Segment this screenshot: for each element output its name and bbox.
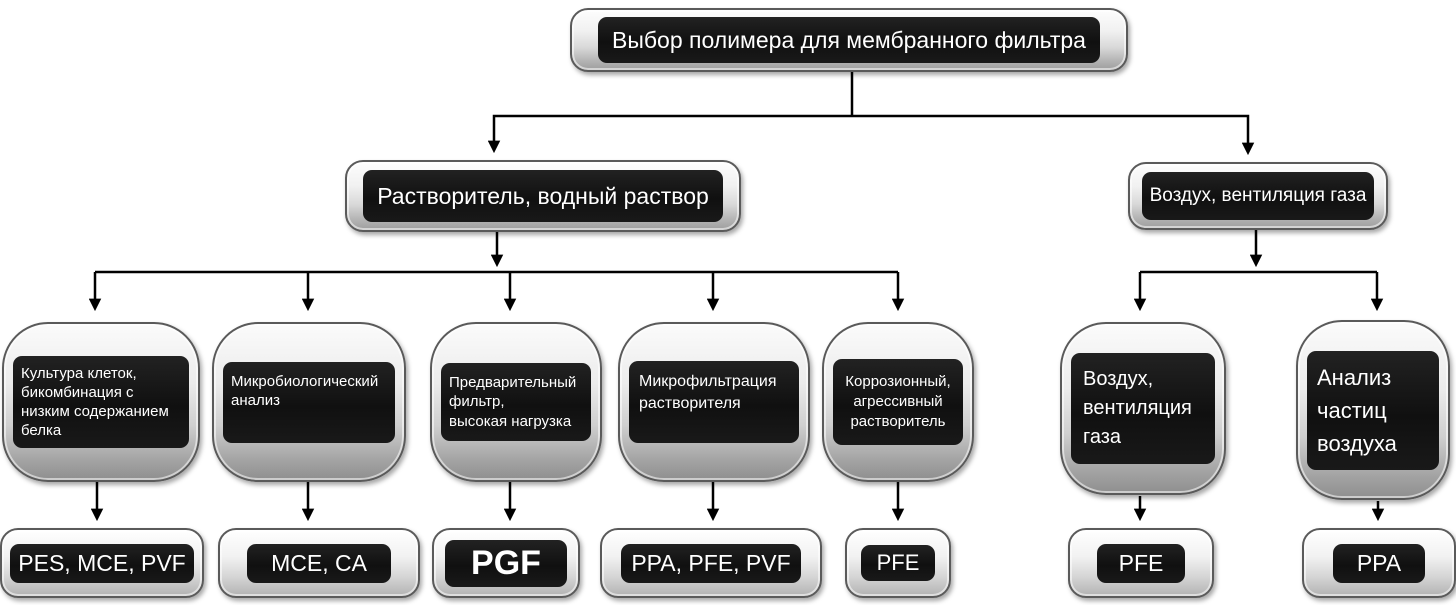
node-cell-culture-label: Культура клеток, бикомбинация с низким с…	[13, 355, 189, 449]
node-microbio-analysis-label: Микробиологический анализ	[223, 361, 395, 443]
connector-group	[88, 72, 1385, 522]
node-air-branch-label: Воздух, вентиляция газа	[1142, 172, 1374, 220]
node-microfiltration: Микрофильтрация растворителя	[618, 322, 810, 482]
result-pes-mce-pvf-label: PES, MCE, PVF	[10, 543, 194, 583]
node-corrosive-solvent: Коррозионный, агрессивный растворитель	[822, 322, 974, 482]
node-solvent-branch-label: Растворитель, водный раствор	[363, 170, 723, 222]
result-ppa-air: PPA	[1302, 528, 1456, 598]
result-ppa-pfe-pvf: PPA, PFE, PVF	[600, 528, 822, 598]
result-pes-mce-pvf: PES, MCE, PVF	[0, 528, 204, 598]
result-ppa-air-label: PPA	[1332, 543, 1426, 583]
result-pgf-label: PGF	[445, 539, 567, 587]
node-air-ventilation-label: Воздух, вентиляция газа	[1071, 353, 1215, 464]
node-corrosive-solvent-label: Коррозионный, агрессивный растворитель	[833, 359, 963, 445]
node-air-branch: Воздух, вентиляция газа	[1128, 162, 1388, 230]
result-pfe-air: PFE	[1068, 528, 1214, 598]
result-pfe-air-label: PFE	[1096, 543, 1186, 583]
node-air-ventilation: Воздух, вентиляция газа	[1060, 322, 1226, 495]
node-solvent-branch: Растворитель, водный раствор	[345, 160, 741, 232]
node-root-label: Выбор полимера для мембранного фильтра	[598, 17, 1100, 63]
node-cell-culture: Культура клеток, бикомбинация с низким с…	[2, 322, 200, 482]
result-pgf: PGF	[432, 528, 580, 598]
edge-root-to-solvent	[487, 114, 852, 154]
node-root: Выбор полимера для мембранного фильтра	[570, 8, 1128, 72]
node-air-particles-label: Анализ частиц воздуха	[1307, 350, 1439, 470]
node-prefilter: Предварительный фильтр, высокая нагрузка	[430, 322, 602, 482]
result-ppa-pfe-pvf-label: PPA, PFE, PVF	[621, 543, 801, 583]
result-pfe-solvent: PFE	[845, 528, 951, 598]
result-mce-ca: MCE, CA	[218, 528, 420, 598]
node-microfiltration-label: Микрофильтрация растворителя	[629, 361, 799, 443]
result-pfe-solvent-label: PFE	[860, 545, 936, 581]
node-air-particles: Анализ частиц воздуха	[1296, 320, 1450, 500]
edge-root-to-air	[852, 114, 1255, 156]
result-mce-ca-label: MCE, CA	[247, 543, 391, 583]
node-prefilter-label: Предварительный фильтр, высокая нагрузка	[441, 362, 591, 442]
node-microbio-analysis: Микробиологический анализ	[212, 322, 406, 482]
